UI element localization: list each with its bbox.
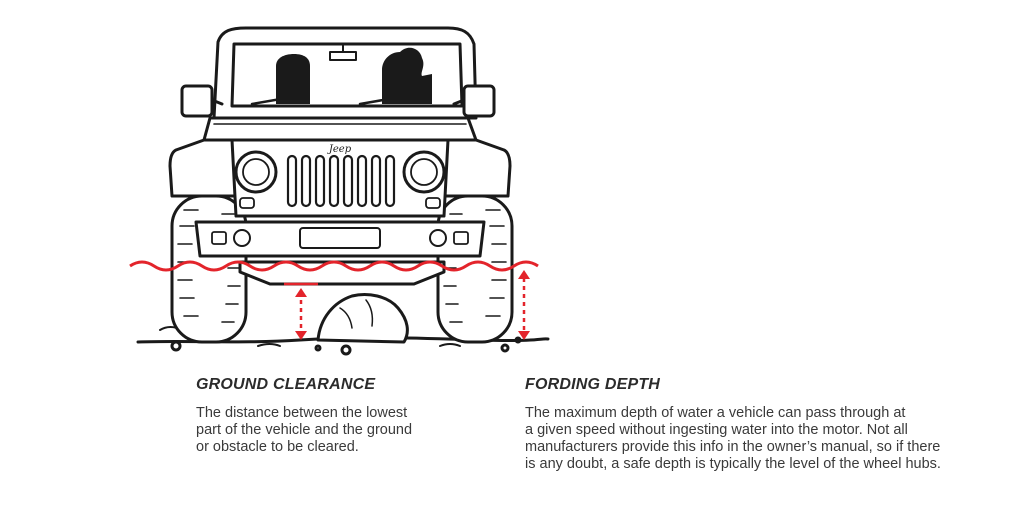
rock <box>316 293 409 344</box>
axle <box>238 260 446 286</box>
ground-clearance-line: part of the vehicle and the ground <box>196 422 413 438</box>
water-line <box>129 260 539 272</box>
hood <box>202 116 478 142</box>
grille-logo: Jeep <box>327 144 352 155</box>
left-headlight <box>234 150 278 194</box>
fording-depth-line: is any doubt, a safe depth is typically … <box>525 456 941 472</box>
ground-clearance-caption: GROUND CLEARANCE The distance between th… <box>196 376 486 456</box>
fording-depth-heading: FORDING DEPTH <box>525 376 661 393</box>
fording-depth-line: manufacturers provide this info in the o… <box>525 439 941 455</box>
fording-depth-marker <box>518 270 530 340</box>
front-bumper <box>194 220 486 258</box>
left-mirror <box>180 84 224 118</box>
ground-clearance-heading: GROUND CLEARANCE <box>196 376 376 393</box>
ground-clearance-line: The distance between the lowest <box>196 405 408 421</box>
fording-depth-description: The maximum depth of water a vehicle can… <box>525 405 1015 473</box>
grille-slots <box>286 154 396 208</box>
right-fender <box>438 138 512 198</box>
fording-depth-line: a given speed without ingesting water in… <box>525 422 908 438</box>
right-headlight <box>402 150 446 194</box>
fording-depth-line: The maximum depth of water a vehicle can… <box>525 405 906 421</box>
ground-clearance-line: or obstacle to be cleared. <box>196 439 359 455</box>
driver-seat <box>276 54 310 104</box>
windshield-glass <box>230 42 464 108</box>
left-fender <box>168 138 242 198</box>
jeep-illustration: Jeep <box>129 26 550 356</box>
fording-depth-caption: FORDING DEPTH The maximum depth of water… <box>525 376 1015 473</box>
ground-clearance-marker <box>284 282 318 340</box>
ground-clearance-description: The distance between the lowest part of … <box>196 405 486 456</box>
passenger <box>382 47 432 104</box>
right-mirror <box>452 84 496 118</box>
